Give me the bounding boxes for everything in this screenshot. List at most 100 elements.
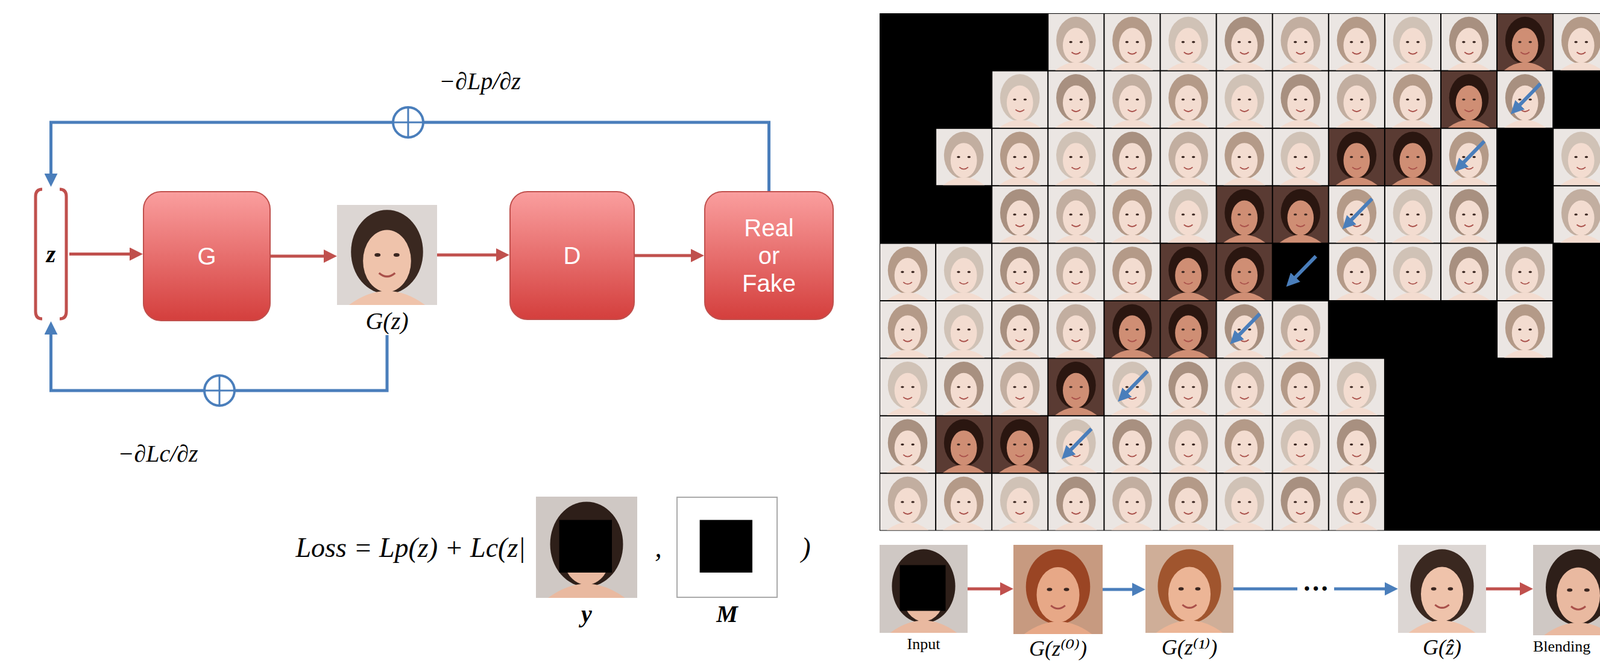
hair (891, 549, 955, 624)
photo-background (1273, 301, 1329, 358)
face (1231, 27, 1258, 63)
face-photo (1145, 544, 1234, 634)
mouth (959, 340, 969, 342)
eye (1237, 328, 1241, 331)
mask-square (900, 565, 946, 612)
shoulders (1279, 62, 1322, 70)
face (1118, 315, 1146, 351)
eye (1023, 156, 1027, 158)
eye (1303, 98, 1308, 101)
input-image: Input (879, 544, 968, 654)
eye (1349, 98, 1353, 101)
eye (1064, 587, 1070, 591)
face-thumbnail (1217, 473, 1273, 530)
shoulders (942, 349, 985, 358)
eye (1303, 156, 1308, 158)
eye (1360, 213, 1364, 216)
eye (900, 328, 904, 331)
eye (1068, 271, 1072, 274)
face (1568, 200, 1595, 236)
face-thumbnail (1048, 473, 1104, 530)
hair (1505, 246, 1546, 294)
shoulders (1055, 62, 1097, 70)
shoulders (1448, 62, 1490, 70)
node-label: Input (907, 635, 941, 654)
hair (1337, 189, 1377, 237)
bracket-left (35, 189, 43, 319)
photo-background (1161, 244, 1216, 301)
mouth (959, 454, 969, 457)
eye (967, 156, 971, 158)
photo-background (936, 129, 992, 186)
mask-square (699, 520, 753, 573)
eye (1125, 213, 1129, 216)
face (1006, 430, 1034, 466)
hair (1280, 304, 1321, 352)
face-thumbnail (1161, 416, 1216, 473)
mouth (1408, 166, 1418, 169)
face-thumbnail (936, 129, 992, 186)
shoulders (1156, 620, 1224, 634)
hair (1112, 189, 1153, 237)
face (1006, 85, 1034, 121)
mouth (903, 282, 913, 284)
hair (1112, 246, 1153, 294)
photo-background (1217, 71, 1273, 128)
eye (1360, 98, 1364, 101)
photo-background (1497, 13, 1553, 70)
eye (1518, 328, 1522, 331)
face-thumbnail (1217, 186, 1273, 243)
photo-background (1329, 186, 1385, 243)
eye (1135, 271, 1139, 274)
hair (1112, 74, 1153, 122)
eye (1237, 385, 1241, 388)
corrupted-image: y (535, 496, 638, 629)
eye (900, 385, 904, 388)
face-thumbnail (1161, 129, 1216, 186)
hair (888, 361, 928, 409)
eye (1461, 98, 1465, 101)
face-photo (1013, 544, 1103, 635)
face-thumbnail (992, 244, 1048, 301)
face-thumbnail (1104, 473, 1160, 530)
face (1006, 200, 1034, 236)
eye (1068, 98, 1072, 101)
connector-arrow (1486, 587, 1529, 591)
photo-background (1217, 13, 1273, 70)
eye (1293, 385, 1297, 388)
shoulders (998, 119, 1041, 128)
eye (910, 500, 914, 503)
photo-background (1217, 244, 1273, 301)
photo-background (1048, 129, 1104, 186)
photo-background (1533, 544, 1600, 636)
shoulders (1111, 464, 1153, 473)
eye (1303, 40, 1308, 43)
eye (1068, 156, 1072, 158)
face (1231, 373, 1258, 409)
eye (1461, 40, 1465, 43)
search-step-arrow (1457, 141, 1485, 169)
face-thumbnail (992, 186, 1048, 243)
face-photo (879, 544, 968, 634)
face (894, 315, 922, 351)
eye (1181, 443, 1185, 446)
eye (1023, 443, 1027, 446)
face-thumbnail (1161, 13, 1216, 70)
face-thumbnail (1161, 358, 1216, 415)
face-thumbnail (936, 416, 992, 473)
face (1174, 488, 1202, 524)
face-thumbnail (1441, 186, 1497, 243)
shoulders (998, 407, 1041, 416)
face-thumbnail (1217, 13, 1273, 70)
eye (1431, 587, 1437, 591)
mouth (1071, 52, 1081, 55)
mouth (1352, 166, 1362, 169)
eye (1349, 271, 1353, 274)
shoulders (942, 292, 985, 301)
shoulders (1167, 522, 1209, 531)
face (1511, 27, 1539, 63)
hair (1168, 304, 1209, 352)
hair (1056, 246, 1097, 294)
photo-background (1048, 301, 1104, 358)
eye (1181, 98, 1185, 101)
